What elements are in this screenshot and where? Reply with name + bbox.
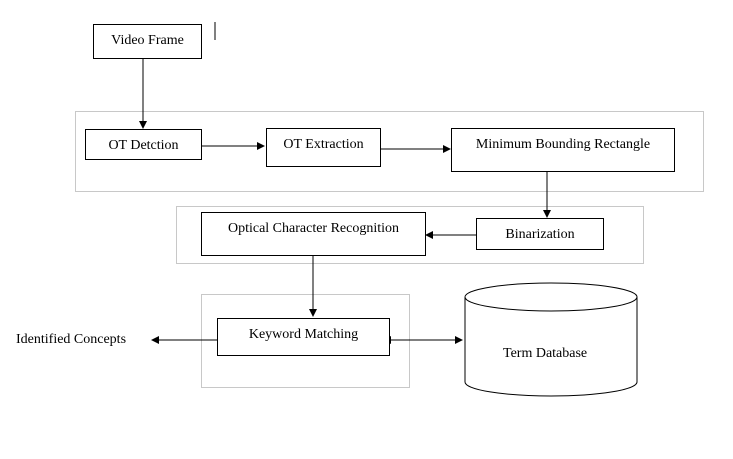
term-database-label: Term Database	[503, 346, 588, 361]
ot-extraction-label: OT Extraction	[283, 137, 364, 152]
recognition-stage-frame	[176, 206, 644, 264]
ot-detection-node: OT Detction	[85, 129, 202, 160]
ocr-label: Optical Character Recognition	[227, 221, 400, 236]
ocr-node: Optical Character Recognition	[201, 212, 426, 256]
ot-detection-label: OT Detction	[108, 138, 179, 153]
keyword-matching-label: Keyword Matching	[248, 327, 359, 342]
extraction-stage-frame	[75, 111, 704, 192]
minimum-bounding-rectangle-label: Minimum Bounding Rectangle	[475, 137, 651, 152]
term-database-cylinder	[464, 282, 638, 397]
binarization-label: Binarization	[505, 227, 575, 242]
keyword-matching-node: Keyword Matching	[217, 318, 390, 356]
identified-concepts-label: Identified Concepts	[16, 332, 127, 347]
ot-extraction-node: OT Extraction	[266, 128, 381, 167]
video-frame-node: Video Frame	[93, 24, 202, 59]
video-frame-label: Video Frame	[111, 33, 184, 48]
binarization-node: Binarization	[476, 218, 604, 250]
minimum-bounding-rectangle-node: Minimum Bounding Rectangle	[451, 128, 675, 172]
